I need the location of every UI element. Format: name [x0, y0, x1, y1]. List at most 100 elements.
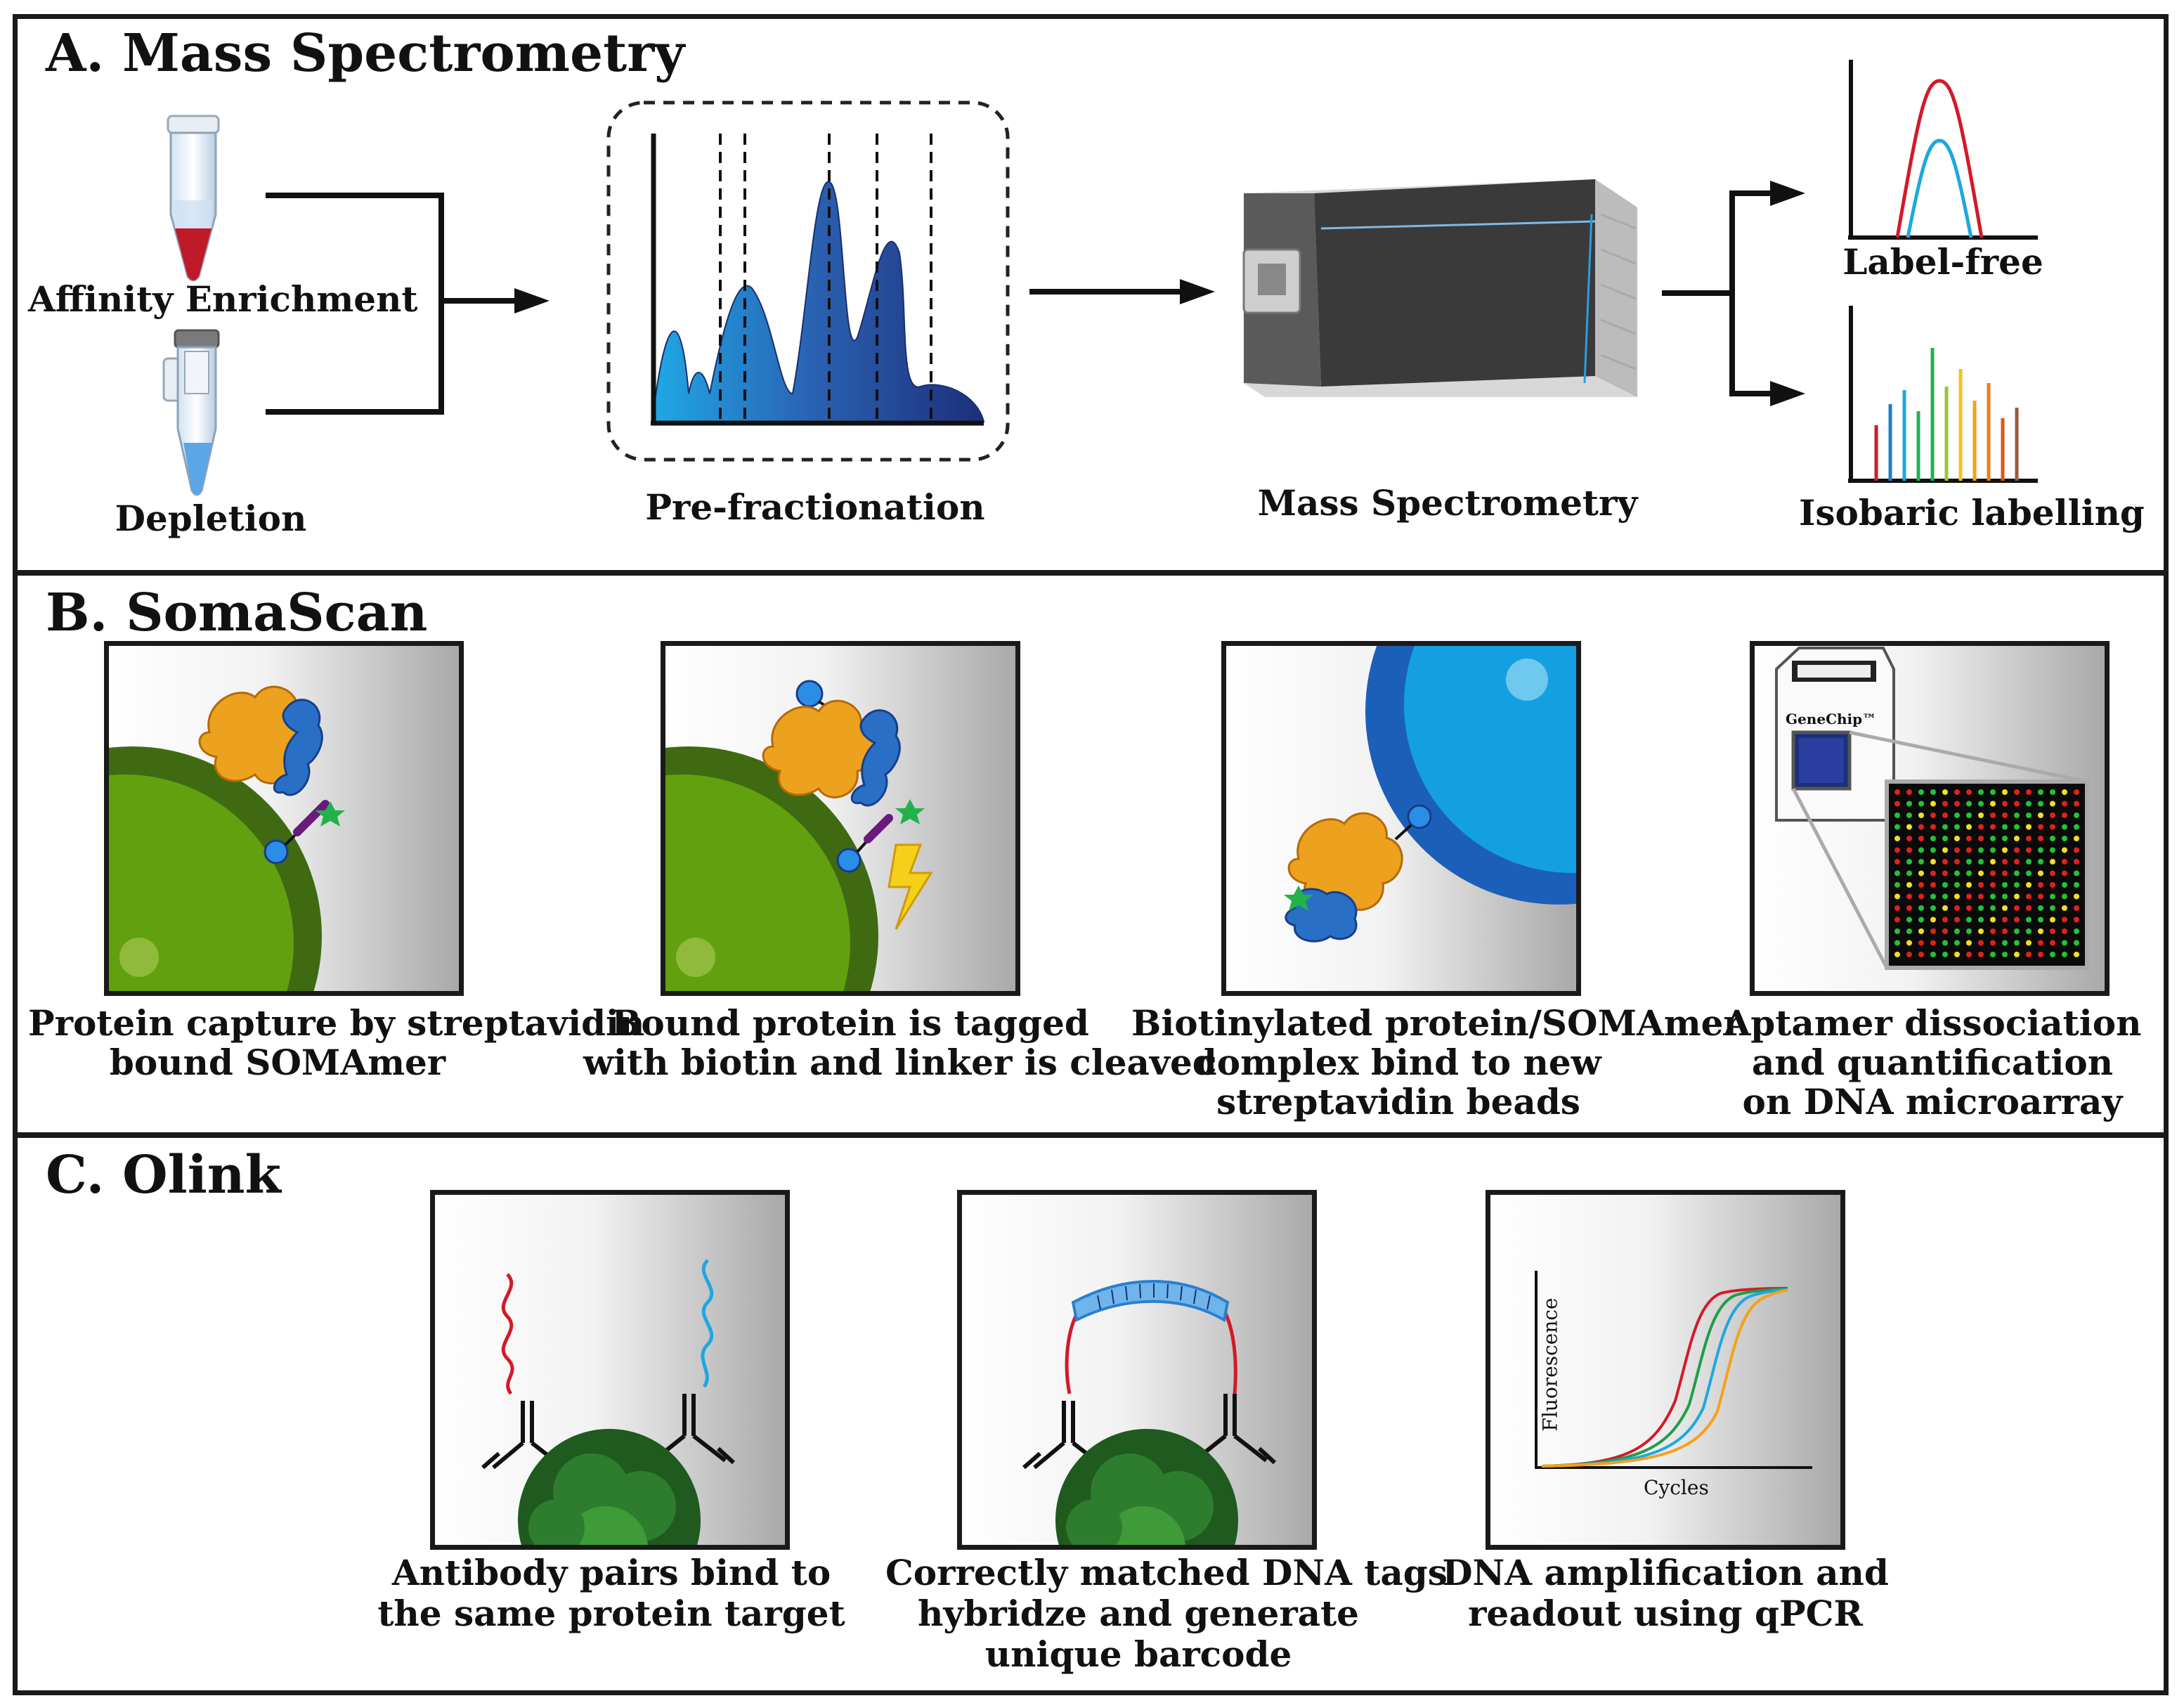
tube-affinity-icon: [167, 115, 220, 282]
microarray-spot: [1906, 824, 1912, 830]
microarray-spot: [1954, 836, 1960, 841]
microarray-spot: [1942, 789, 1948, 795]
microarray-spot: [2026, 836, 2032, 841]
microarray-spot: [2002, 812, 2008, 818]
microarray-spot: [2074, 928, 2079, 934]
qpcr-xlabel: Cycles: [1644, 1476, 1709, 1499]
microarray-spot: [2074, 859, 2079, 865]
panel-a-title: A. Mass Spectrometry: [46, 23, 685, 84]
prefractionation-chart: [606, 101, 1010, 462]
microarray-spot: [1894, 893, 1900, 900]
microarray-spot: [1930, 893, 1936, 900]
microarray-spot: [1954, 893, 1960, 900]
microarray-spot: [2026, 824, 2032, 830]
microarray-spot: [2050, 882, 2055, 888]
microarray-spot: [1990, 836, 1996, 841]
microarray-spot: [1942, 870, 1948, 876]
microarray-spot: [1918, 928, 1924, 934]
microarray-spot: [2002, 928, 2008, 934]
microarray-spot: [1906, 952, 1912, 957]
olink-step1-image: [430, 1190, 790, 1550]
microarray-spot: [2002, 859, 2008, 865]
somascan-step1-image: [104, 641, 464, 996]
microarray-spot: [2050, 836, 2055, 841]
microarray-spot: [1978, 917, 1984, 923]
microarray-spot: [2026, 801, 2032, 807]
microarray-spot: [1918, 952, 1924, 957]
microarray-spot: [1966, 917, 1972, 923]
microarray-spot: [2026, 952, 2032, 957]
microarray-spot: [2062, 836, 2067, 841]
microarray-spot: [1906, 917, 1912, 923]
microarray-spot: [1978, 801, 1984, 807]
microarray-spot: [2014, 801, 2020, 807]
microarray-spot: [1894, 905, 1900, 911]
microarray-spot: [2002, 801, 2008, 807]
microarray-spot: [1930, 917, 1936, 923]
microarray-spot: [1966, 952, 1972, 957]
microarray-spot: [1942, 847, 1948, 853]
microarray-spot: [1918, 893, 1924, 900]
microarray-spot: [1894, 882, 1900, 888]
somascan-step4-caption-3: on DNA microarray: [1742, 1081, 2123, 1122]
microarray-spot: [1894, 952, 1900, 957]
microarray-spot: [2050, 812, 2055, 818]
microarray-spot: [1942, 801, 1948, 807]
microarray-spot: [1894, 847, 1900, 853]
microarray-spot: [2038, 905, 2043, 911]
microarray-spot: [1954, 952, 1960, 957]
microarray-spot: [2002, 824, 2008, 830]
somascan-step4-image: GeneChip™: [1750, 641, 2110, 996]
microarray-spot: [1918, 847, 1924, 853]
microarray-spot: [2062, 859, 2067, 865]
somascan-step1-caption-2: bound SOMAmer: [109, 1042, 446, 1083]
microarray-spot: [1954, 801, 1960, 807]
microarray-spot: [2014, 952, 2020, 957]
microarray-spot: [1894, 917, 1900, 923]
microarray-spot: [1906, 801, 1912, 807]
microarray-spot: [1978, 836, 1984, 841]
microarray-spot: [1966, 859, 1972, 865]
microarray-spot: [1894, 789, 1900, 795]
microarray-spot: [1954, 824, 1960, 830]
microarray-spot: [2002, 882, 2008, 888]
microarray-spot: [1918, 812, 1924, 818]
microarray-spot: [1954, 882, 1960, 888]
microarray-spot: [2026, 789, 2032, 795]
microarray-spot: [2074, 824, 2079, 830]
label-free-chart: [1848, 60, 2038, 240]
microarray-spot: [2026, 870, 2032, 876]
olink-step1-caption-2: the same protein target: [377, 1593, 845, 1634]
microarray-spot: [1978, 940, 1984, 946]
microarray-spot: [1930, 870, 1936, 876]
microarray-spot: [1990, 893, 1996, 900]
microarray-spot: [2026, 882, 2032, 888]
microarray-spot: [2014, 928, 2020, 934]
microarray-spot: [2014, 789, 2020, 795]
microarray-spot: [2026, 917, 2032, 923]
microarray-spot: [1930, 789, 1936, 795]
microarray-dots: [1894, 789, 2079, 957]
microarray-spot: [1954, 847, 1960, 853]
microarray-spot: [2014, 905, 2020, 911]
microarray-spot: [1918, 940, 1924, 946]
microarray-spot: [1918, 882, 1924, 888]
mass-spectrometer-icon: [1242, 179, 1637, 397]
microarray-spot: [1990, 940, 1996, 946]
microarray-spot: [1990, 824, 1996, 830]
microarray-spot: [1966, 801, 1972, 807]
microarray-spot: [2038, 789, 2043, 795]
microarray-spot: [1930, 836, 1936, 841]
microarray-spot: [1954, 917, 1960, 923]
microarray-spot: [1918, 801, 1924, 807]
microarray-spot: [1954, 870, 1960, 876]
microarray-spot: [1942, 917, 1948, 923]
microarray-spot: [2014, 870, 2020, 876]
microarray-spot: [2014, 836, 2020, 841]
microarray-spot: [2038, 893, 2043, 900]
microarray-spot: [1906, 905, 1912, 911]
bracket-arrow-a1: [266, 193, 550, 415]
microarray-spot: [1954, 789, 1960, 795]
microarray-spot: [1990, 928, 1996, 934]
microarray-spot: [2038, 917, 2043, 923]
